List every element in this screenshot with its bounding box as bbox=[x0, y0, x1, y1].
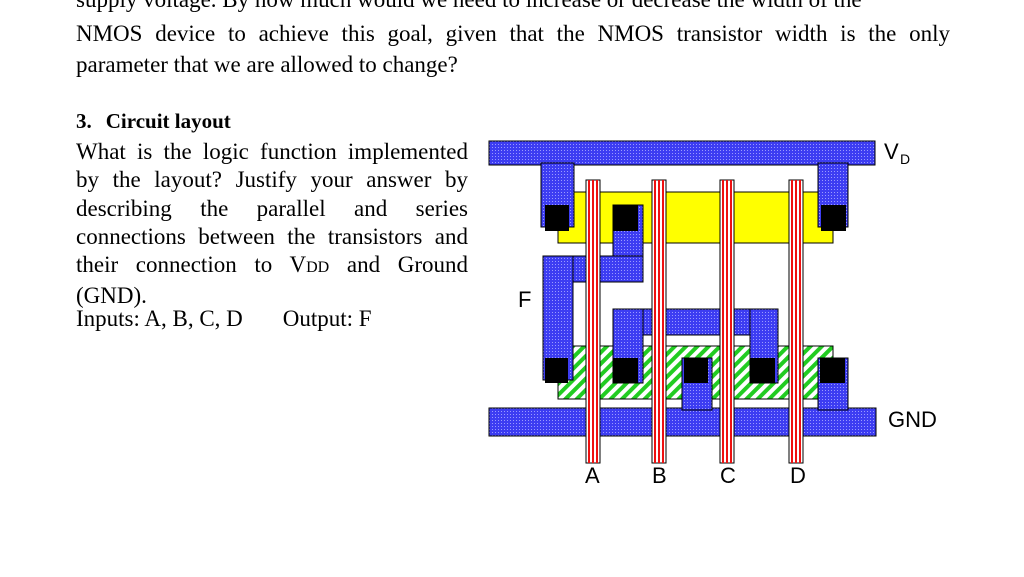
vdd-label: V bbox=[884, 139, 899, 164]
output-text: Output: F bbox=[282, 306, 372, 331]
gnd-label: GND bbox=[888, 407, 937, 432]
question-intro-paragraph: NMOS device to achieve this goal, given … bbox=[76, 18, 950, 80]
question-line: (GND). bbox=[76, 283, 147, 309]
question-line-vdd: their connection to VDD and Ground bbox=[76, 251, 468, 282]
output-label-f: F bbox=[518, 287, 531, 312]
question-paragraph: What is the logic function implemented b… bbox=[76, 138, 468, 311]
vdd-text-subscript: DD bbox=[306, 259, 330, 277]
question-line: describing the parallel and series bbox=[76, 195, 468, 221]
section-title: Circuit layout bbox=[105, 109, 231, 133]
intro-line: NMOS device to achieve this goal, given … bbox=[76, 21, 950, 46]
p-diffusion-region bbox=[557, 191, 834, 244]
intro-line: parameter that we are allowed to change? bbox=[76, 52, 458, 77]
section-number: 3. bbox=[76, 109, 92, 133]
contacts bbox=[545, 205, 846, 383]
metal-vdd-net bbox=[488, 140, 876, 228]
input-label-b: B bbox=[652, 463, 667, 488]
io-line: Inputs: A, B, C, D Output: F bbox=[76, 306, 372, 332]
poly-gate-d bbox=[788, 179, 804, 464]
vdd-text-post: and Ground bbox=[329, 252, 469, 278]
poly-gate-c bbox=[719, 179, 735, 464]
vdd-text-pre: their connection to V bbox=[76, 252, 307, 278]
inputs-text: Inputs: A, B, C, D bbox=[76, 306, 243, 331]
poly-gate-b bbox=[651, 179, 667, 464]
circuit-layout-figure: V D GND F A B C D bbox=[488, 139, 937, 488]
question-line: by the layout? Justify your answer by bbox=[76, 167, 468, 193]
vdd-label-subscript: D bbox=[900, 151, 910, 167]
input-label-c: C bbox=[720, 463, 736, 488]
input-label-a: A bbox=[585, 463, 600, 488]
poly-gate-a bbox=[585, 179, 601, 464]
section-heading: 3. Circuit layout bbox=[76, 109, 231, 134]
cut-off-text-line: supply voltage. By how much would we nee… bbox=[76, 0, 862, 13]
question-line: What is the logic function implemented bbox=[76, 139, 468, 164]
input-label-d: D bbox=[790, 463, 806, 488]
question-line: connections between the transistors and bbox=[76, 223, 468, 249]
